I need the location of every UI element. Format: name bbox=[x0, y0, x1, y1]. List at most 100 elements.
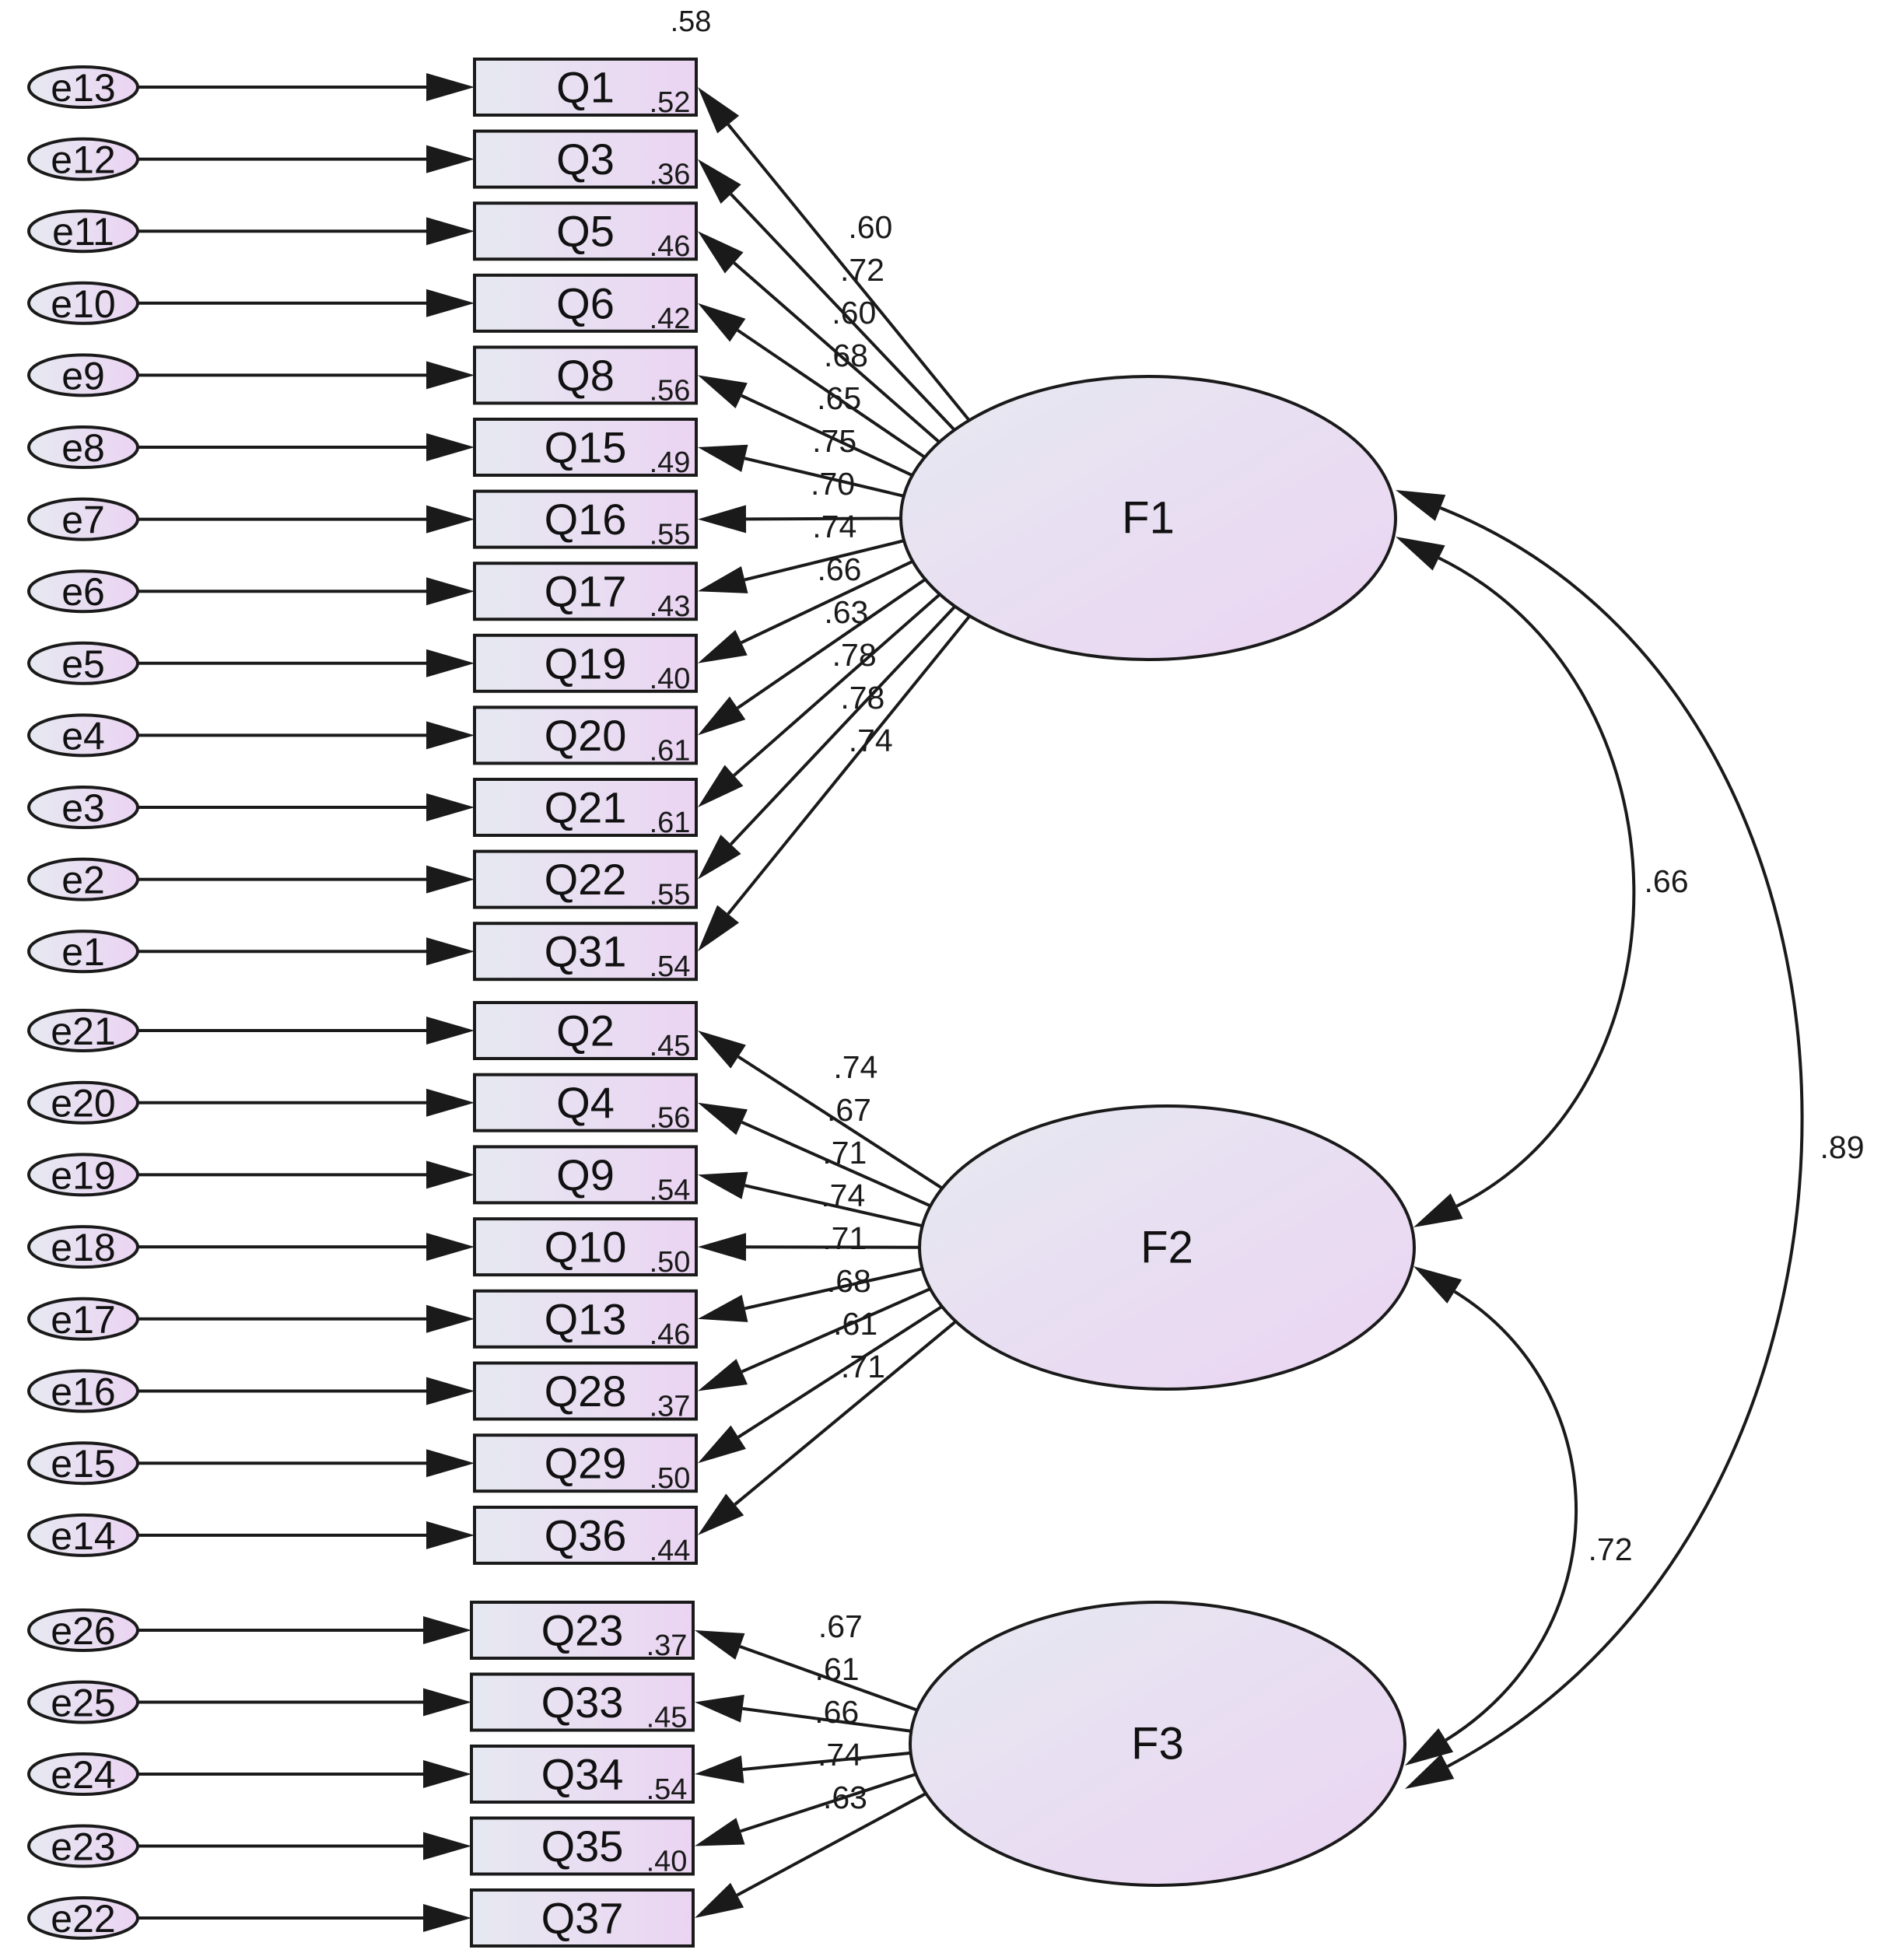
observed-item-label: Q31 bbox=[545, 927, 627, 976]
observed-item-box bbox=[473, 922, 698, 982]
r-squared-label: .55 bbox=[650, 879, 691, 912]
r-squared-label: .45 bbox=[650, 1030, 691, 1062]
observed-item-label: Q35 bbox=[541, 1822, 624, 1871]
error-term-ellipse bbox=[27, 1297, 139, 1341]
r-squared-label: .52 bbox=[650, 86, 691, 119]
observed-item-box bbox=[473, 345, 698, 405]
factor-loading-label: .74 bbox=[812, 509, 856, 544]
loading-path-arrowhead bbox=[698, 444, 748, 472]
correlation-arrowhead bbox=[1413, 1193, 1463, 1227]
error-term-ellipse bbox=[27, 1441, 139, 1486]
loading-path-arrowhead bbox=[698, 159, 741, 204]
error-term-label: e21 bbox=[51, 1010, 115, 1053]
correlation-path bbox=[1438, 556, 1636, 1208]
factor-loading-label: .74 bbox=[821, 1178, 865, 1213]
error-term-label: e17 bbox=[51, 1298, 115, 1342]
loading-path bbox=[741, 1287, 931, 1374]
error-term-ellipse bbox=[27, 65, 139, 109]
observed-item-box bbox=[470, 1672, 695, 1732]
error-term-label: e1 bbox=[61, 930, 105, 974]
correlation-arrowhead bbox=[1396, 537, 1445, 571]
loading-path-arrowhead bbox=[698, 765, 744, 807]
loading-path-arrowhead bbox=[695, 1882, 744, 1918]
loading-path-arrowhead bbox=[698, 1171, 748, 1199]
error-term-ellipse bbox=[27, 786, 139, 829]
observed-item-box bbox=[470, 1888, 695, 1948]
factor-loading-label: .71 bbox=[822, 1220, 867, 1256]
error-term-label: e22 bbox=[51, 1897, 115, 1941]
error-term-label: e4 bbox=[61, 714, 105, 758]
error-path-arrowhead bbox=[426, 1017, 475, 1045]
r-squared-label: .54 bbox=[646, 1773, 688, 1806]
factor-loading-label: .66 bbox=[817, 551, 861, 587]
r-squared-label: .56 bbox=[650, 1102, 691, 1135]
factor-loading-label: .71 bbox=[822, 1135, 867, 1171]
error-term-ellipse bbox=[27, 1369, 139, 1413]
correlation-arrowhead bbox=[1413, 1266, 1462, 1304]
latent-factor-label: F3 bbox=[1131, 1719, 1184, 1769]
error-term-ellipse bbox=[27, 569, 139, 614]
error-path-arrowhead bbox=[426, 793, 475, 821]
observed-item-box bbox=[473, 1289, 698, 1349]
factor-loading-label: .68 bbox=[827, 1263, 871, 1299]
loading-path bbox=[737, 1305, 943, 1439]
observed-item-box bbox=[473, 1433, 698, 1493]
paths-layer bbox=[138, 73, 1804, 1932]
factor-loading-label: .60 bbox=[848, 209, 892, 245]
loading-path bbox=[744, 539, 905, 582]
observed-item-label: Q4 bbox=[556, 1078, 615, 1127]
r-squared-label: .43 bbox=[650, 590, 691, 623]
loading-path bbox=[727, 123, 971, 422]
loading-path-arrowhead bbox=[698, 1233, 747, 1262]
observed-item-label: Q33 bbox=[541, 1678, 624, 1727]
observed-item-box bbox=[473, 1505, 698, 1565]
loading-path bbox=[730, 193, 956, 432]
observed-item-label: Q6 bbox=[556, 278, 615, 327]
error-term-label: e19 bbox=[51, 1153, 115, 1197]
observed-item-label: Q2 bbox=[556, 1006, 615, 1055]
factor-loading-label: .67 bbox=[827, 1092, 871, 1128]
loading-path bbox=[736, 1792, 927, 1897]
error-term-label: e10 bbox=[51, 282, 115, 326]
observed-item-label: Q21 bbox=[545, 783, 627, 832]
observed-item-box bbox=[473, 418, 698, 477]
observed-item-label: Q1 bbox=[556, 63, 615, 112]
observed-item-box bbox=[473, 489, 698, 549]
loading-path-arrowhead bbox=[698, 565, 748, 593]
loading-path-arrowhead bbox=[698, 835, 741, 880]
correlation-arrowhead bbox=[1396, 490, 1446, 521]
loading-path-arrowhead bbox=[698, 696, 746, 736]
error-term-ellipse bbox=[27, 1608, 139, 1652]
error-term-ellipse bbox=[27, 1752, 139, 1796]
observed-item-box bbox=[473, 1001, 698, 1060]
correlation-arrowhead bbox=[1405, 1728, 1454, 1766]
observed-item-box bbox=[473, 1073, 698, 1132]
r-squared-label: .36 bbox=[650, 159, 691, 191]
observed-item-box bbox=[470, 1745, 695, 1804]
observed-item-label: Q5 bbox=[556, 207, 615, 256]
factor-loading-label: .61 bbox=[833, 1306, 877, 1342]
error-term-label: e24 bbox=[51, 1753, 115, 1797]
observed-item-box bbox=[473, 58, 698, 117]
error-term-ellipse bbox=[27, 137, 139, 181]
error-term-ellipse bbox=[27, 1896, 139, 1940]
observed-item-box bbox=[473, 129, 698, 189]
error-path-arrowhead bbox=[426, 289, 475, 317]
factor-loading-label: .78 bbox=[832, 637, 877, 673]
error-term-label: e14 bbox=[51, 1514, 115, 1558]
loading-path bbox=[745, 516, 902, 521]
error-term-label: e20 bbox=[51, 1082, 115, 1125]
error-path-arrowhead bbox=[426, 73, 475, 101]
observed-item-label: Q13 bbox=[545, 1294, 627, 1343]
observed-item-box bbox=[470, 1816, 695, 1876]
r-squared-label: .45 bbox=[646, 1702, 688, 1734]
r-squared-label: .37 bbox=[646, 1629, 688, 1662]
correlation-label: .66 bbox=[1645, 863, 1689, 899]
correlation-label: .72 bbox=[1589, 1531, 1633, 1567]
factor-loading-label: .78 bbox=[840, 680, 884, 716]
observed-item-label: Q8 bbox=[556, 351, 615, 400]
error-term-label: e2 bbox=[61, 859, 105, 902]
error-term-label: e5 bbox=[61, 642, 105, 686]
error-term-label: e15 bbox=[51, 1442, 115, 1486]
error-term-label: e12 bbox=[51, 138, 115, 182]
